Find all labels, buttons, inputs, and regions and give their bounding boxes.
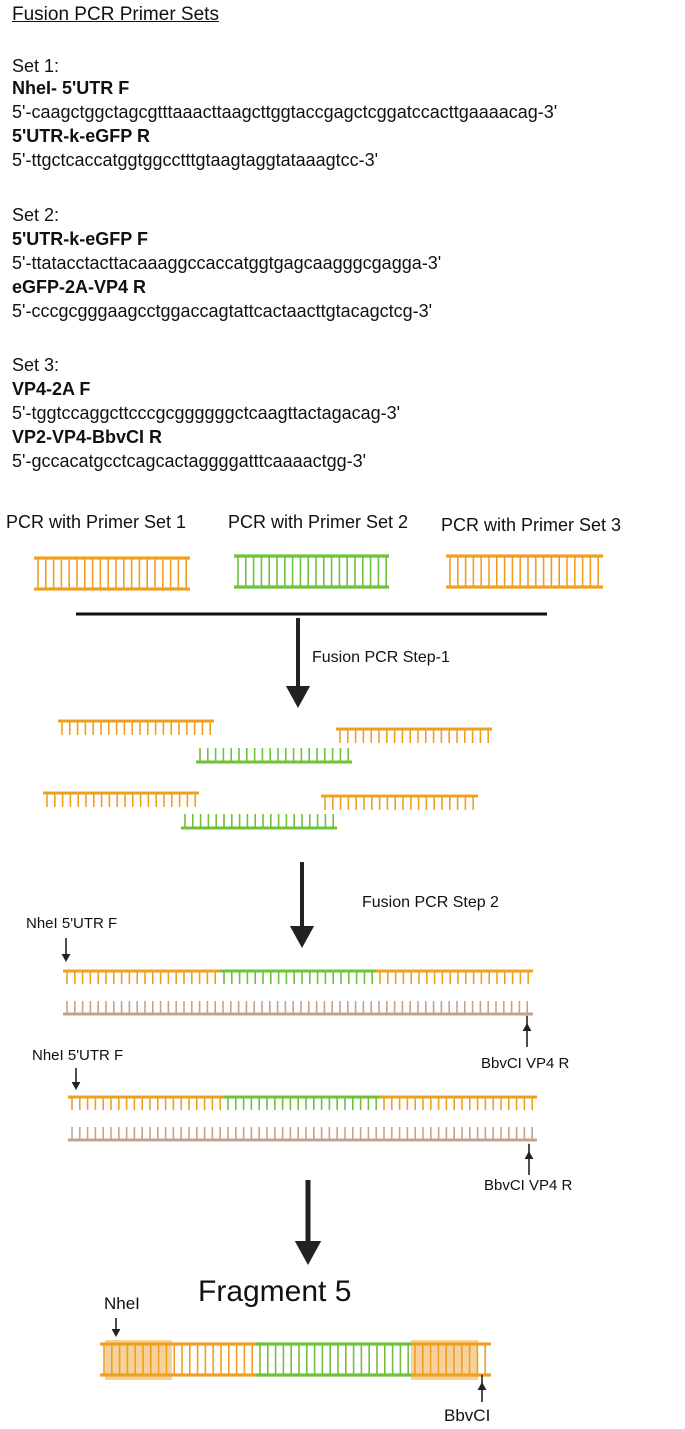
nhei-utr-f-label: NheI 5'UTR F <box>26 915 118 932</box>
pcr-set-1-label: PCR with Primer Set 1 <box>6 512 187 532</box>
primer-name: 5'UTR-k-eGFP F <box>12 229 148 249</box>
fragment-5-segment-3 <box>411 1342 491 1377</box>
set-3-heading: Set 3: <box>12 355 60 375</box>
bbvci-primer-arrow-head <box>522 1023 532 1031</box>
fused-bottom-strand <box>68 1127 537 1142</box>
primer-sequence: 5'-cccgcgggaagcctggaccagtattcactaacttgta… <box>12 301 433 321</box>
bbvci-primer-arrow-head <box>524 1151 534 1159</box>
primer-name: NheI- 5'UTR F <box>12 78 130 98</box>
nhei-utr-f-label: NheI 5'UTR F <box>32 1047 124 1064</box>
fragment-5-segment-2 <box>256 1342 413 1377</box>
fused-top-strand-orange <box>380 1095 537 1110</box>
set-2-heading: Set 2: <box>12 205 60 225</box>
pcr-product-set-2 <box>234 554 389 589</box>
final-arrow-head <box>294 1241 322 1265</box>
fused-top-strand-orange <box>63 969 222 984</box>
nhei-primer-arrow-head <box>61 954 71 962</box>
primer-sequence: 5'-ttatacctacttacaaaggccaccatggtgagcaagg… <box>12 253 442 273</box>
nhei-site-highlight <box>105 1340 172 1380</box>
primer-sequence: 5'-caagctggctagcgtttaaacttaagcttggtaccga… <box>12 102 558 122</box>
step-2-arrow-head <box>289 926 315 948</box>
fused-top-strand-green <box>220 969 378 984</box>
nhei-label: NheI <box>104 1294 140 1313</box>
strand-set-1 <box>43 791 199 807</box>
primer-name: 5'UTR-k-eGFP R <box>12 126 150 146</box>
pcr-set-3-label: PCR with Primer Set 3 <box>441 515 622 535</box>
bbvci-label: BbvCI <box>444 1406 491 1425</box>
pcr-product-set-3 <box>446 554 603 589</box>
fused-top-strand-green <box>224 1095 382 1110</box>
fused-top-strand-orange <box>376 969 533 984</box>
fused-bottom-strand <box>63 1001 533 1016</box>
fragment-5-segment-1 <box>100 1342 258 1377</box>
strand-set-3 <box>321 794 478 810</box>
primer-name: eGFP-2A-VP4 R <box>12 277 147 297</box>
fused-top-strand-orange <box>68 1095 226 1110</box>
bbvci-vp4-r-label: BbvCI VP4 R <box>481 1055 570 1072</box>
set-1-heading: Set 1: <box>12 56 60 76</box>
bbvci-vp4-r-label: BbvCI VP4 R <box>484 1177 573 1194</box>
step-1-arrow-head <box>285 686 311 708</box>
nhei-site-arrow-head <box>111 1329 121 1337</box>
strand-set-1 <box>58 719 214 735</box>
page-title: Fusion PCR Primer Sets <box>12 4 219 25</box>
primer-name: VP2-VP4-BbvCI R <box>12 427 163 447</box>
strand-set-2 <box>196 748 352 764</box>
step-1-label: Fusion PCR Step-1 <box>312 649 450 666</box>
pcr-set-2-label: PCR with Primer Set 2 <box>228 512 409 532</box>
nhei-primer-arrow-head <box>71 1082 81 1090</box>
fragment-title: Fragment 5 <box>198 1275 352 1308</box>
strand-set-2 <box>181 814 337 830</box>
strand-set-3 <box>336 727 492 743</box>
pcr-product-set-1 <box>34 556 190 591</box>
primer-name: VP4-2A F <box>12 379 91 399</box>
step-2-label: Fusion PCR Step 2 <box>362 894 499 911</box>
primer-sequence: 5'-ttgctcaccatggtggcctttgtaagtaggtataaag… <box>12 150 379 170</box>
primer-sequence: 5'-tggtccaggcttcccgcggggggctcaagttactaga… <box>12 403 401 423</box>
bbvci-site-arrow-head <box>477 1382 487 1390</box>
primer-sequence: 5'-gccacatgcctcagcactaggggatttcaaaactgg-… <box>12 451 367 471</box>
